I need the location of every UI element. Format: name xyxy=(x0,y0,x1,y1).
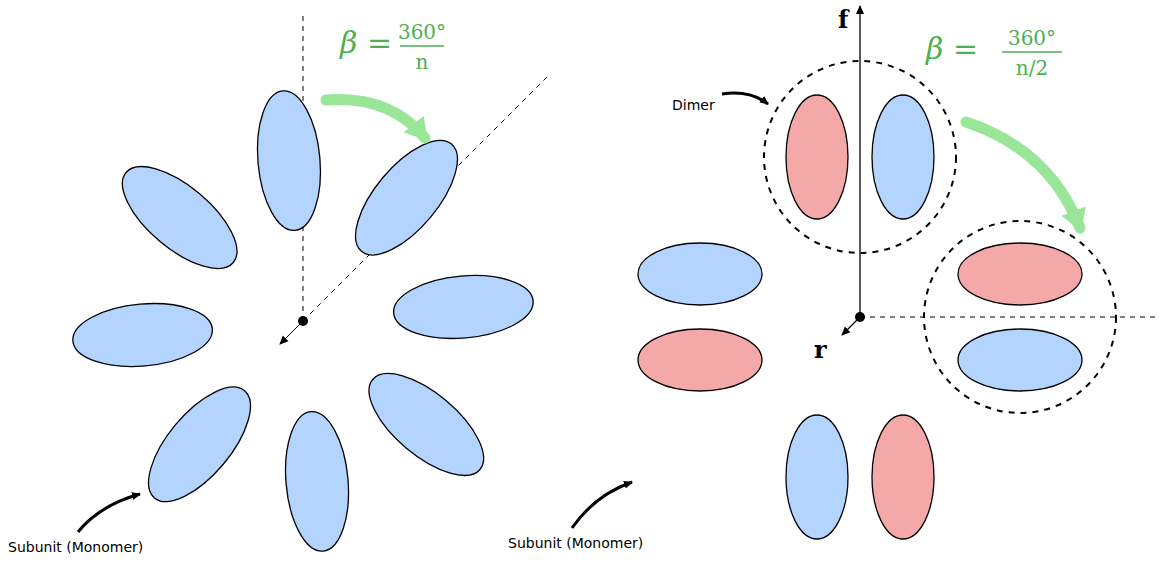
fraction-bar xyxy=(1002,51,1062,53)
rotation-arrow xyxy=(326,99,425,138)
angle-symbol: β = xyxy=(340,28,392,58)
monomer-ring xyxy=(70,88,536,554)
angle-denominator: n/2 xyxy=(1016,58,1048,78)
dimer-outline xyxy=(764,61,956,253)
angle-numerator: 360° xyxy=(398,22,446,42)
dimer-label: Dimer xyxy=(672,98,715,112)
axis-line xyxy=(860,317,1159,318)
rotation-arrow xyxy=(966,122,1080,228)
axis-label: f xyxy=(838,8,848,32)
angle-denominator: n xyxy=(416,52,429,72)
leader-line xyxy=(572,482,632,528)
dimer-outline xyxy=(924,221,1116,413)
angle-numerator: 360° xyxy=(1008,28,1056,48)
angle-symbol: β = xyxy=(926,34,978,64)
center-dot xyxy=(298,316,308,326)
leader-line xyxy=(722,93,768,104)
fraction-bar xyxy=(400,45,444,47)
axis-arrow xyxy=(859,6,860,317)
leader-line xyxy=(78,494,140,532)
center-dot xyxy=(855,312,865,322)
axis-label: r xyxy=(814,338,827,362)
subunit-label: Subunit (Monomer) xyxy=(8,540,143,554)
subunit-label: Subunit (Monomer) xyxy=(508,536,643,550)
dimer-ring xyxy=(638,95,1082,539)
